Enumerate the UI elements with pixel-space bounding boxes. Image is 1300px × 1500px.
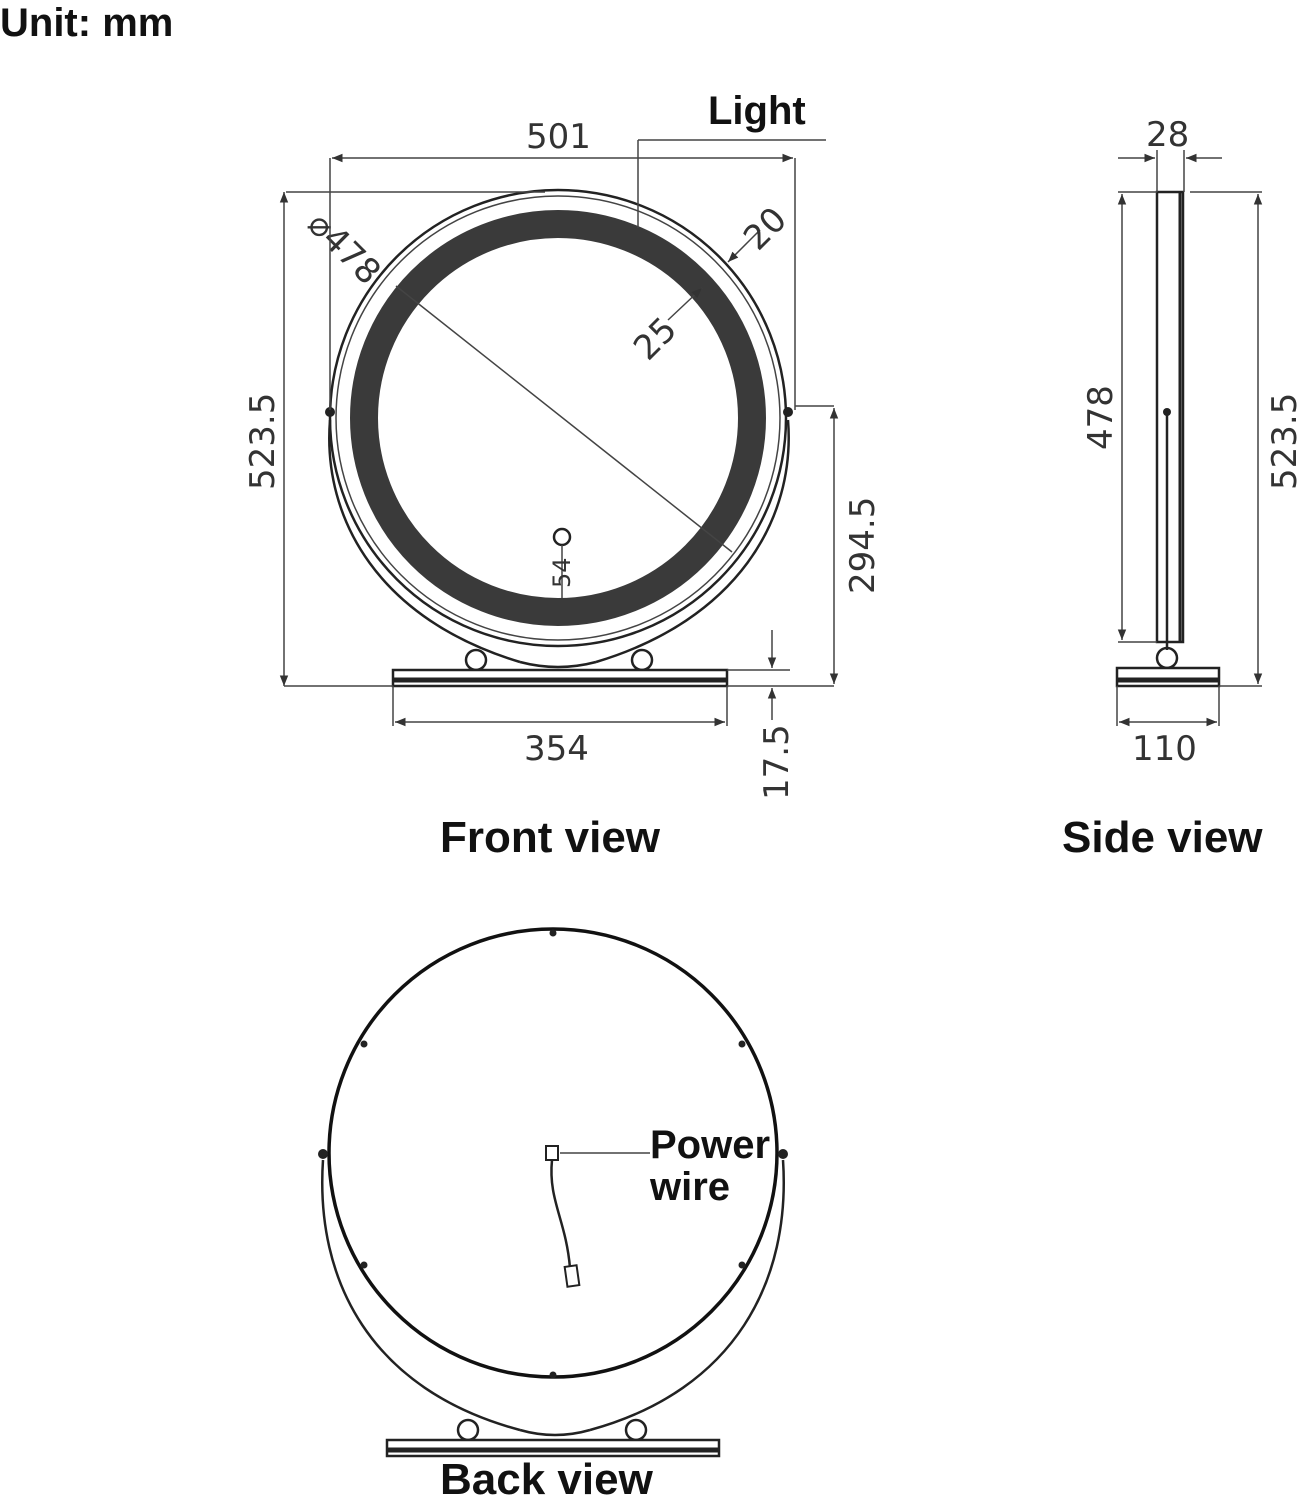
front-view-title: Front view (440, 813, 661, 862)
front-touch-button (552, 527, 572, 547)
front-stand-joint (519, 660, 597, 669)
front-mirror-inner-rim (335, 195, 781, 641)
dim-base-width: 354 (524, 729, 589, 769)
back-screw (360, 1261, 368, 1269)
front-mirror-rim (328, 188, 788, 648)
power-wire-socket (545, 1145, 559, 1161)
power-wire-plug (563, 1264, 581, 1288)
front-foot-left (464, 648, 488, 672)
front-pivot-right (783, 407, 793, 417)
power-wire-cable (550, 1159, 572, 1269)
side-foot (1155, 646, 1179, 670)
front-pivot-left (325, 407, 335, 417)
back-stand-arm-right (589, 1159, 785, 1432)
back-screw (738, 1261, 746, 1269)
back-pivot-right (778, 1149, 788, 1159)
unit-label: Unit: mm (0, 1, 173, 45)
side-base (1115, 666, 1221, 688)
side-view-title: Side view (1062, 813, 1263, 862)
front-light-ring (350, 210, 766, 626)
back-screw (549, 1371, 557, 1379)
side-view: 28 478 523.5 110 Side view (1062, 115, 1300, 862)
dim-side-base-depth: 110 (1132, 729, 1197, 769)
front-stand-arm-right (595, 419, 790, 664)
back-foot-left (456, 1418, 480, 1442)
dim-side-mirror-height: 478 (1081, 385, 1121, 450)
power-label-line1: Power (650, 1123, 770, 1167)
front-diameter-line (395, 285, 733, 553)
dim-base-thickness: 17.5 (757, 724, 797, 800)
front-foot-right (630, 648, 654, 672)
back-stand-arm-left (321, 1159, 521, 1432)
back-view-title: Back view (440, 1455, 654, 1500)
dim-diameter: ⌀478 (300, 204, 389, 293)
dim-light-inner: 25 (626, 309, 685, 368)
dim-height: 523.5 (243, 393, 283, 490)
light-label: Light (708, 89, 806, 133)
back-screw (738, 1040, 746, 1048)
back-view: Power wire Back view (318, 927, 788, 1500)
dim-light-outer: 20 (736, 199, 795, 258)
dim-pivot-height: 294.5 (843, 497, 883, 594)
dim-depth: 28 (1146, 115, 1189, 155)
dim-light-outer-line (727, 229, 761, 263)
front-stand-arm-left (328, 419, 521, 664)
side-pivot (1163, 408, 1171, 416)
back-screw (360, 1040, 368, 1048)
dim-width: 501 (526, 117, 591, 157)
back-foot-right (624, 1418, 648, 1442)
back-pivot-left (318, 1149, 328, 1159)
power-label-line2: wire (649, 1165, 730, 1209)
back-screw (549, 929, 557, 937)
front-view: 54 ⌀478 Light 20 25 501 523.5 294.5 17.5 (243, 89, 883, 862)
back-stand-joint (519, 1428, 591, 1437)
dim-light-inner-line (667, 287, 703, 321)
dim-button: 54 (548, 557, 576, 588)
dim-side-total-height: 523.5 (1265, 393, 1300, 490)
